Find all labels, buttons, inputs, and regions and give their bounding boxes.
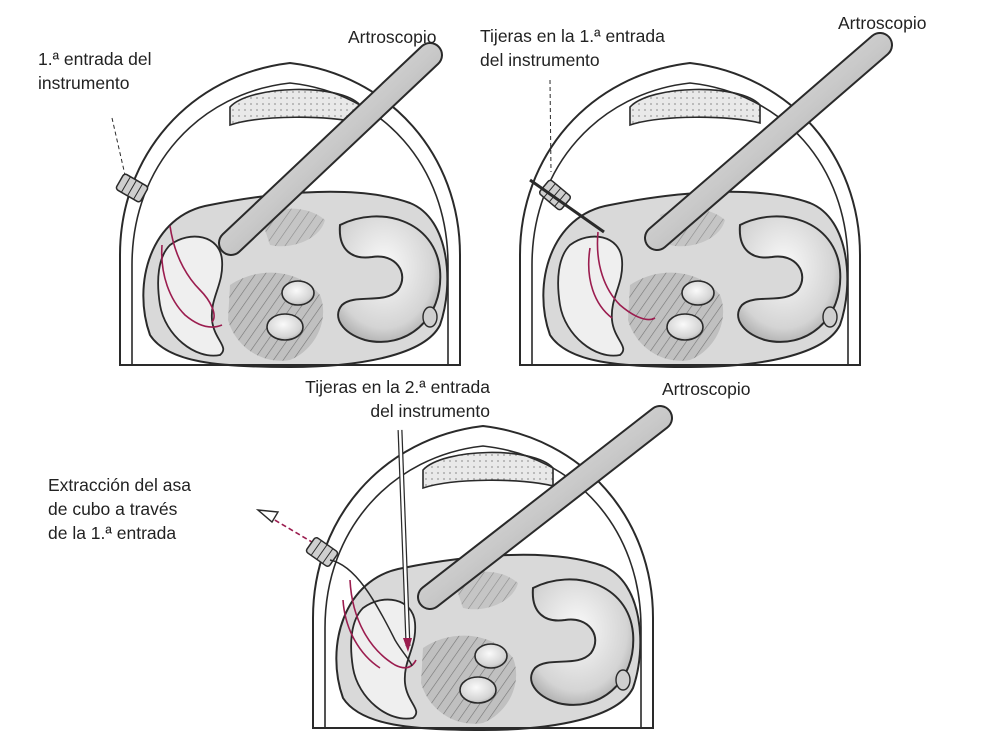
panel3-arthroscope-label: Artroscopio bbox=[662, 379, 751, 399]
panel1-instrument-entry-label-line2: instrumento bbox=[38, 73, 130, 93]
knee-cross-section bbox=[119, 62, 461, 368]
panel1-instrument-entry-label-line1: 1.ª entrada del bbox=[38, 49, 152, 69]
panel3-extraction-label-line1: Extracción del asa bbox=[48, 475, 191, 495]
panel3-scissors-label-line1: Tijeras en la 2.ª entrada bbox=[305, 377, 490, 397]
panel3-extraction-label-line3: de la 1.ª entrada bbox=[48, 523, 177, 543]
arthroscope-shaft-fill bbox=[419, 407, 671, 608]
panel2-scissors-label-line1: Tijeras en la 1.ª entrada bbox=[480, 26, 665, 46]
meniscal-tear-line bbox=[349, 579, 417, 669]
panel-3 bbox=[255, 405, 673, 731]
panel3-extraction-label-line2: de cubo a través bbox=[48, 499, 178, 519]
meniscal-tear-line bbox=[588, 247, 613, 319]
meniscal-tear-line bbox=[596, 231, 656, 321]
scissors-shaft-fill bbox=[398, 429, 410, 647]
scissors-tip-icon bbox=[403, 638, 412, 652]
meniscal-tear-line bbox=[160, 244, 223, 328]
meniscal-tear-line bbox=[169, 225, 215, 323]
portal-leader-line bbox=[111, 117, 126, 176]
portal-leader-line bbox=[549, 79, 552, 173]
panel1-arthroscope-label: Artroscopio bbox=[348, 27, 437, 47]
arthroscope-shaft-fill bbox=[220, 44, 441, 254]
arthroscope-shaft-fill bbox=[646, 34, 891, 249]
extracted-meniscus-fragment bbox=[329, 559, 413, 667]
extraction-arrow-icon bbox=[255, 509, 280, 524]
panel-2 bbox=[519, 32, 893, 368]
scissors-shaft bbox=[529, 178, 605, 234]
panel3-scissors-label-line2: del instrumento bbox=[370, 401, 490, 421]
panel2-scissors-label-line2: del instrumento bbox=[480, 50, 600, 70]
panel-1 bbox=[111, 42, 461, 368]
panel2-arthroscope-label: Artroscopio bbox=[838, 13, 927, 33]
meniscal-tear-line bbox=[342, 599, 381, 669]
